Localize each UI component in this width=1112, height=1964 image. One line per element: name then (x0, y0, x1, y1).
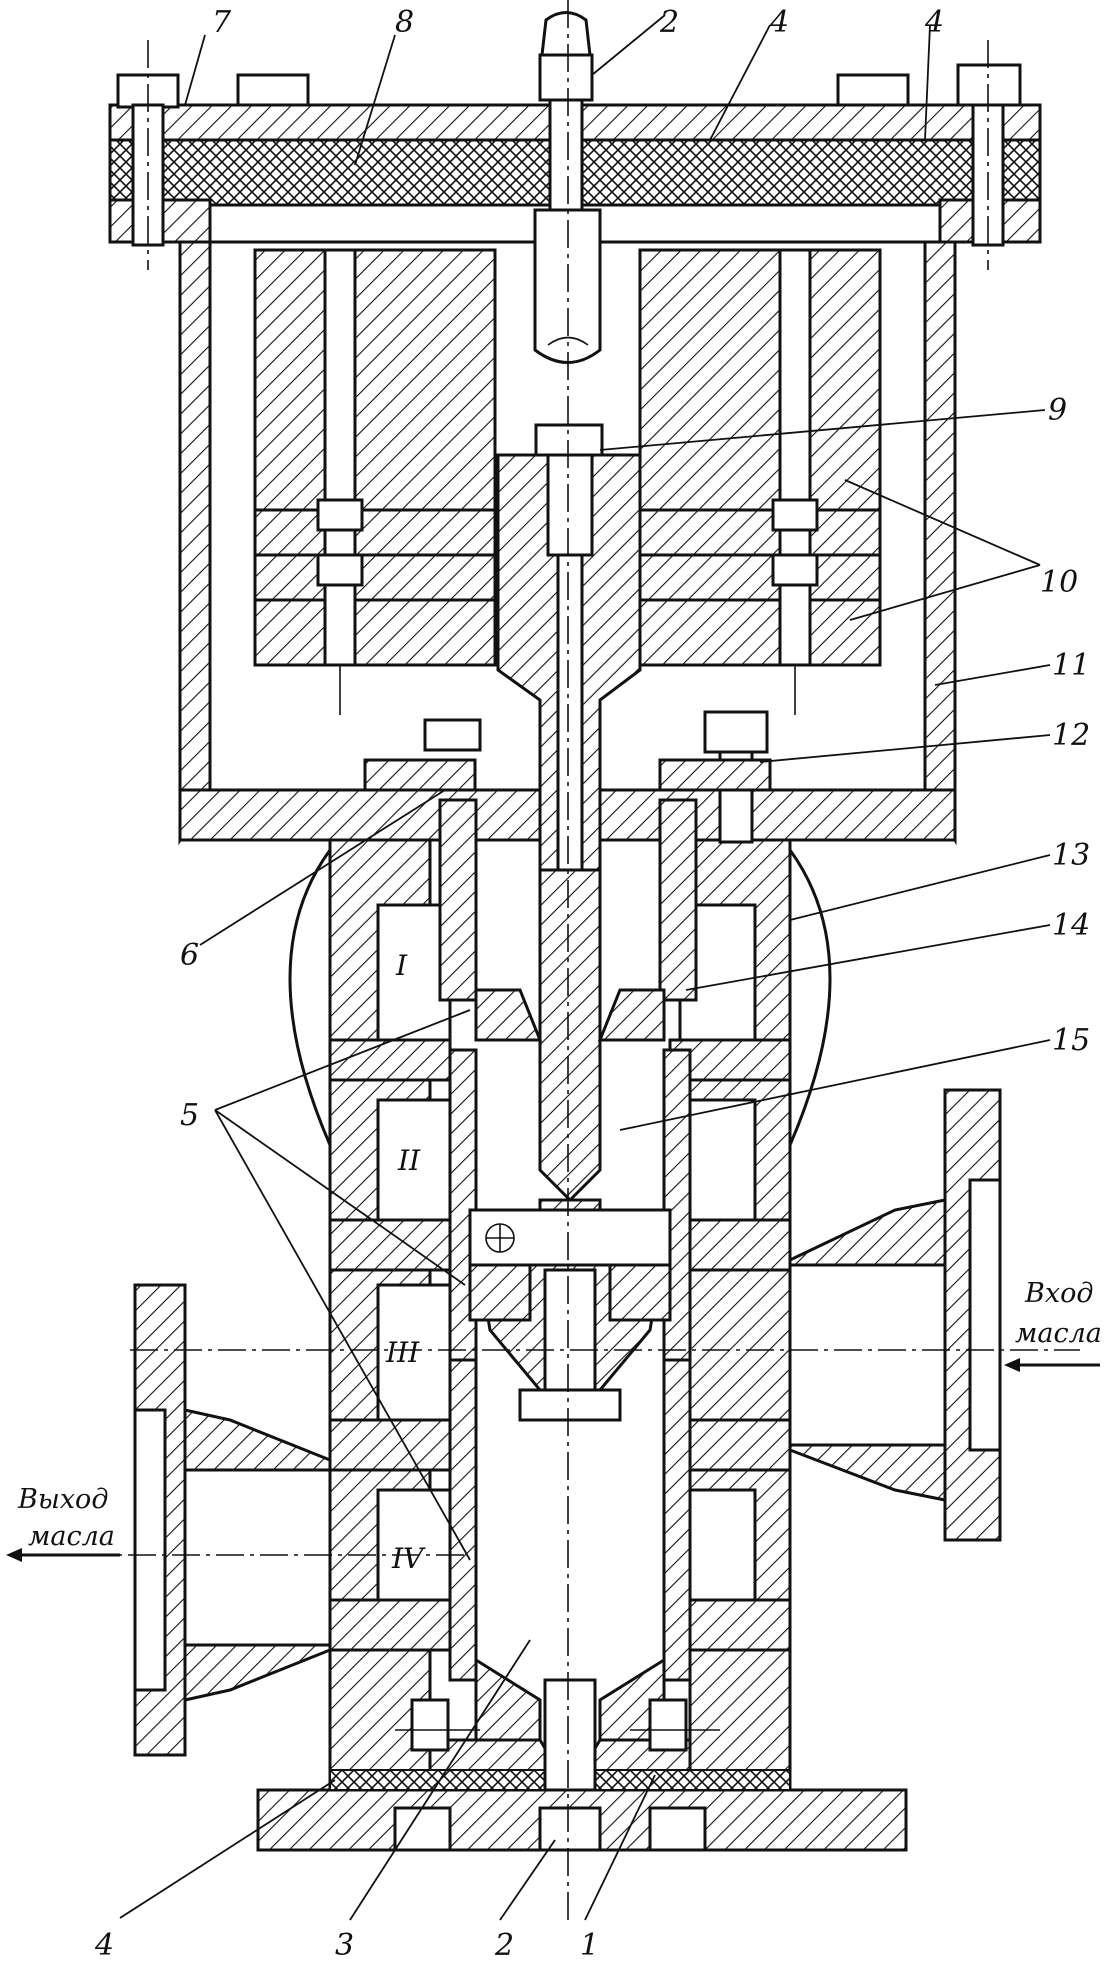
flange-6 (363, 758, 477, 792)
weight-blocks (253, 248, 882, 715)
callout-4-top-b: 4 (924, 5, 944, 40)
callout-15: 15 (1052, 1023, 1090, 1058)
callout-14: 14 (1052, 908, 1090, 943)
outlet-label-line1: Выход (17, 1484, 108, 1515)
left-housing-arc (288, 849, 332, 1146)
leader-lines (119, 14, 1051, 1921)
inlet-label-line2: масла (1015, 1318, 1102, 1349)
valve-seats-5 (468, 988, 672, 1742)
chamber-label-III: III (385, 1336, 420, 1369)
right-housing-arc (788, 849, 832, 1146)
chamber-I-cavity (376, 903, 452, 1042)
spool-nut-9 (534, 423, 604, 457)
inlet-bore (788, 1263, 947, 1447)
outlet-branch (133, 1283, 332, 1757)
chamber-label-II: II (397, 1144, 421, 1177)
callout-4-top-a: 4 (769, 5, 789, 40)
callout-11: 11 (1052, 648, 1090, 683)
chamber-III-cavity (376, 1283, 452, 1422)
spool-lower-tip (538, 868, 602, 1203)
valve-body (328, 710, 792, 1842)
top-bolt-head-right (956, 63, 1022, 107)
callout-7: 7 (212, 5, 232, 40)
outlet-bore (183, 1468, 332, 1647)
callout-6: 6 (180, 938, 199, 973)
chamber-label-IV: IV (391, 1542, 426, 1575)
inlet-arrow (1004, 1358, 1100, 1372)
top-central-bolt-cap (540, 11, 592, 57)
base-flange (256, 1678, 908, 1852)
callout-5: 5 (180, 1098, 199, 1133)
callout-2-top: 2 (659, 5, 679, 40)
sleeve-left-upper (438, 798, 478, 1002)
chamber-label-I: I (395, 949, 408, 982)
outlet-label-line2: масла (28, 1521, 115, 1552)
chamber-II-cavity (376, 1098, 452, 1222)
callout-2-bottom: 2 (494, 1928, 514, 1963)
callout-3: 3 (335, 1928, 354, 1963)
bottom-bolt-2 (538, 1806, 602, 1852)
callout-12: 12 (1052, 718, 1090, 753)
callout-13: 13 (1052, 838, 1090, 873)
callout-9: 9 (1048, 393, 1067, 428)
top-cover (108, 11, 1042, 247)
weight-block-right-upper (638, 248, 882, 512)
callout-4-bottom: 4 (94, 1928, 114, 1963)
callout-10: 10 (1040, 565, 1078, 600)
callout-8: 8 (395, 5, 414, 40)
outlet-arrow (6, 1548, 120, 1562)
inlet-branch (788, 1088, 1002, 1542)
callout-1: 1 (580, 1928, 599, 1963)
inlet-label-line1: Вход (1024, 1278, 1093, 1309)
nut-12 (703, 710, 769, 754)
weight-block-left-upper (253, 248, 497, 512)
sleeve-right-upper (658, 798, 698, 1002)
